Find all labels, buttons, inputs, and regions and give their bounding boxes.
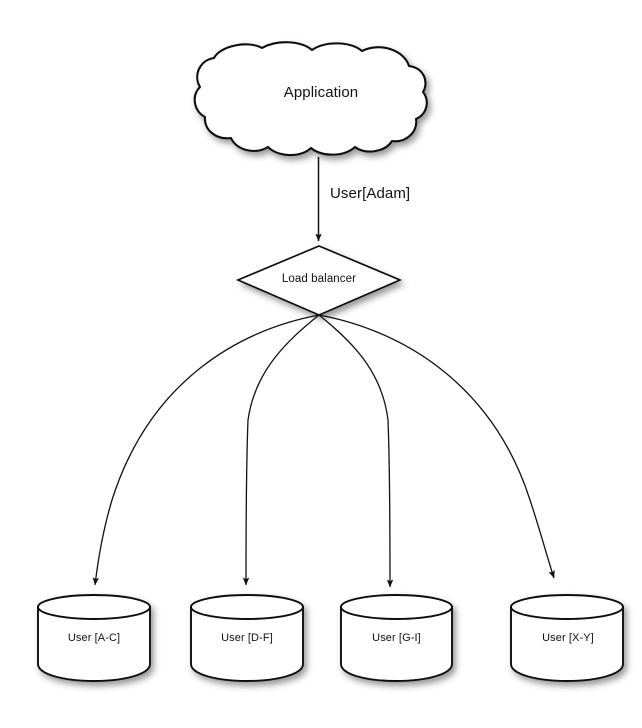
edge-balancer-to-db-2: [318, 314, 394, 588]
edge-balancer-to-db-1: [242, 314, 320, 586]
edge-curve: [92, 314, 320, 586]
node-database-3[interactable]: [510, 594, 624, 682]
edge-balancer-to-db-3: [318, 314, 555, 579]
node-database-0[interactable]: [37, 594, 151, 682]
edge-curve: [242, 314, 320, 586]
edge-balancer-to-db-0: [92, 314, 320, 586]
cylinder-body: [510, 606, 624, 682]
cylinder-top: [510, 594, 624, 620]
edge-curve: [318, 314, 555, 579]
cloud-shape: [193, 41, 428, 157]
cylinder-top: [190, 594, 304, 620]
node-load-balancer-diamond[interactable]: [235, 245, 403, 316]
cylinder-top: [37, 594, 151, 620]
edge-curve: [318, 314, 394, 588]
diamond-shape: [235, 245, 403, 316]
cylinder-body: [190, 606, 304, 682]
node-database-1[interactable]: [190, 594, 304, 682]
cylinder-body: [340, 606, 453, 682]
cylinder-top: [340, 594, 453, 620]
node-application-cloud[interactable]: [193, 41, 428, 157]
cylinder-body: [37, 606, 151, 682]
node-database-2[interactable]: [340, 594, 453, 682]
